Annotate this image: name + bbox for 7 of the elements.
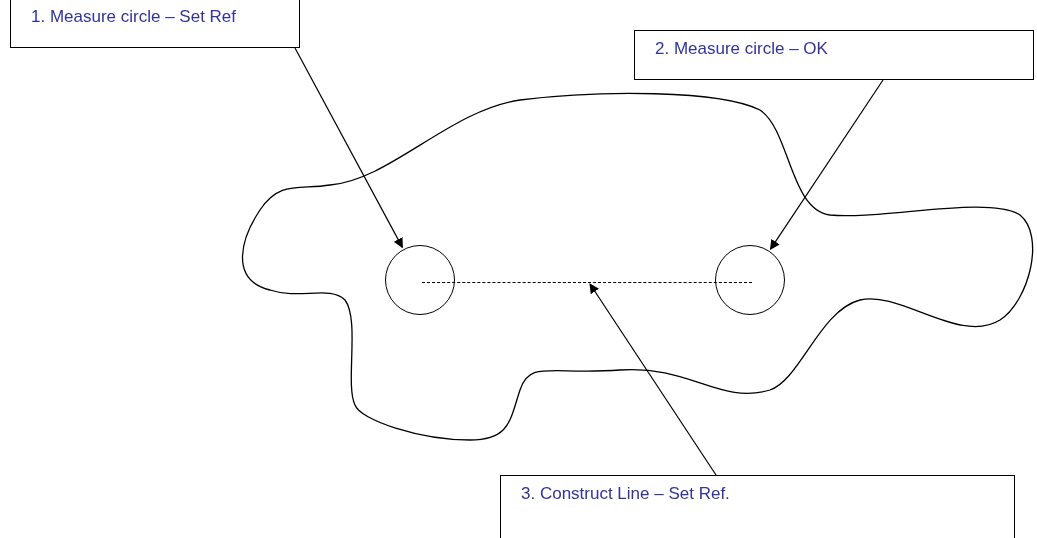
leader-arrow <box>769 79 884 251</box>
construction-line <box>422 282 752 284</box>
leader-arrow <box>294 47 403 249</box>
leader-arrow <box>589 283 717 476</box>
callout-text: 2. Measure circle – OK <box>655 39 828 59</box>
callout-text: 1. Measure circle – Set Ref <box>31 7 237 27</box>
callout-text: 3. Construct Line – Set Ref. <box>521 484 730 504</box>
